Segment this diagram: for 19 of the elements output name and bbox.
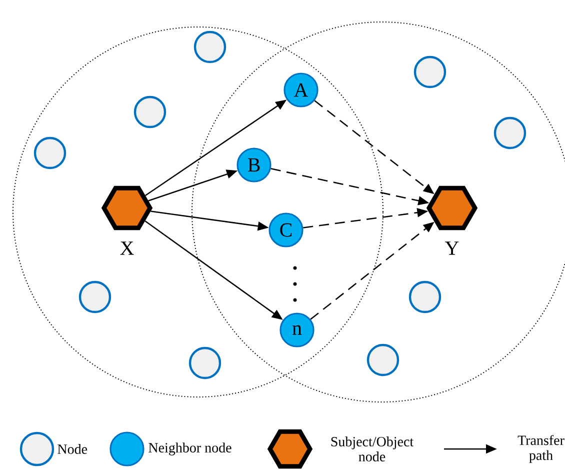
legend-label: Neighbor node: [148, 442, 232, 456]
node-circle: [134, 96, 166, 128]
node-circle: [188, 346, 222, 380]
neighbor-node: C: [268, 212, 304, 248]
neighbor-node: n: [280, 312, 314, 348]
node-circle: [34, 136, 66, 170]
legend-label: Subject/Object node: [331, 436, 414, 462]
node-circle: [494, 116, 526, 150]
node-circle: [78, 280, 112, 314]
legend-label: Transfer path: [518, 435, 564, 463]
node-circle: [194, 30, 226, 64]
legend-label: Node: [58, 444, 88, 454]
neighbor-node: B: [236, 148, 272, 182]
neighbor-node: A: [284, 72, 318, 108]
node-label: X: [120, 242, 134, 255]
node-circle: [366, 344, 400, 376]
node-label: Y: [445, 242, 459, 255]
node-circle: [414, 56, 446, 88]
node-circle: [408, 280, 442, 314]
